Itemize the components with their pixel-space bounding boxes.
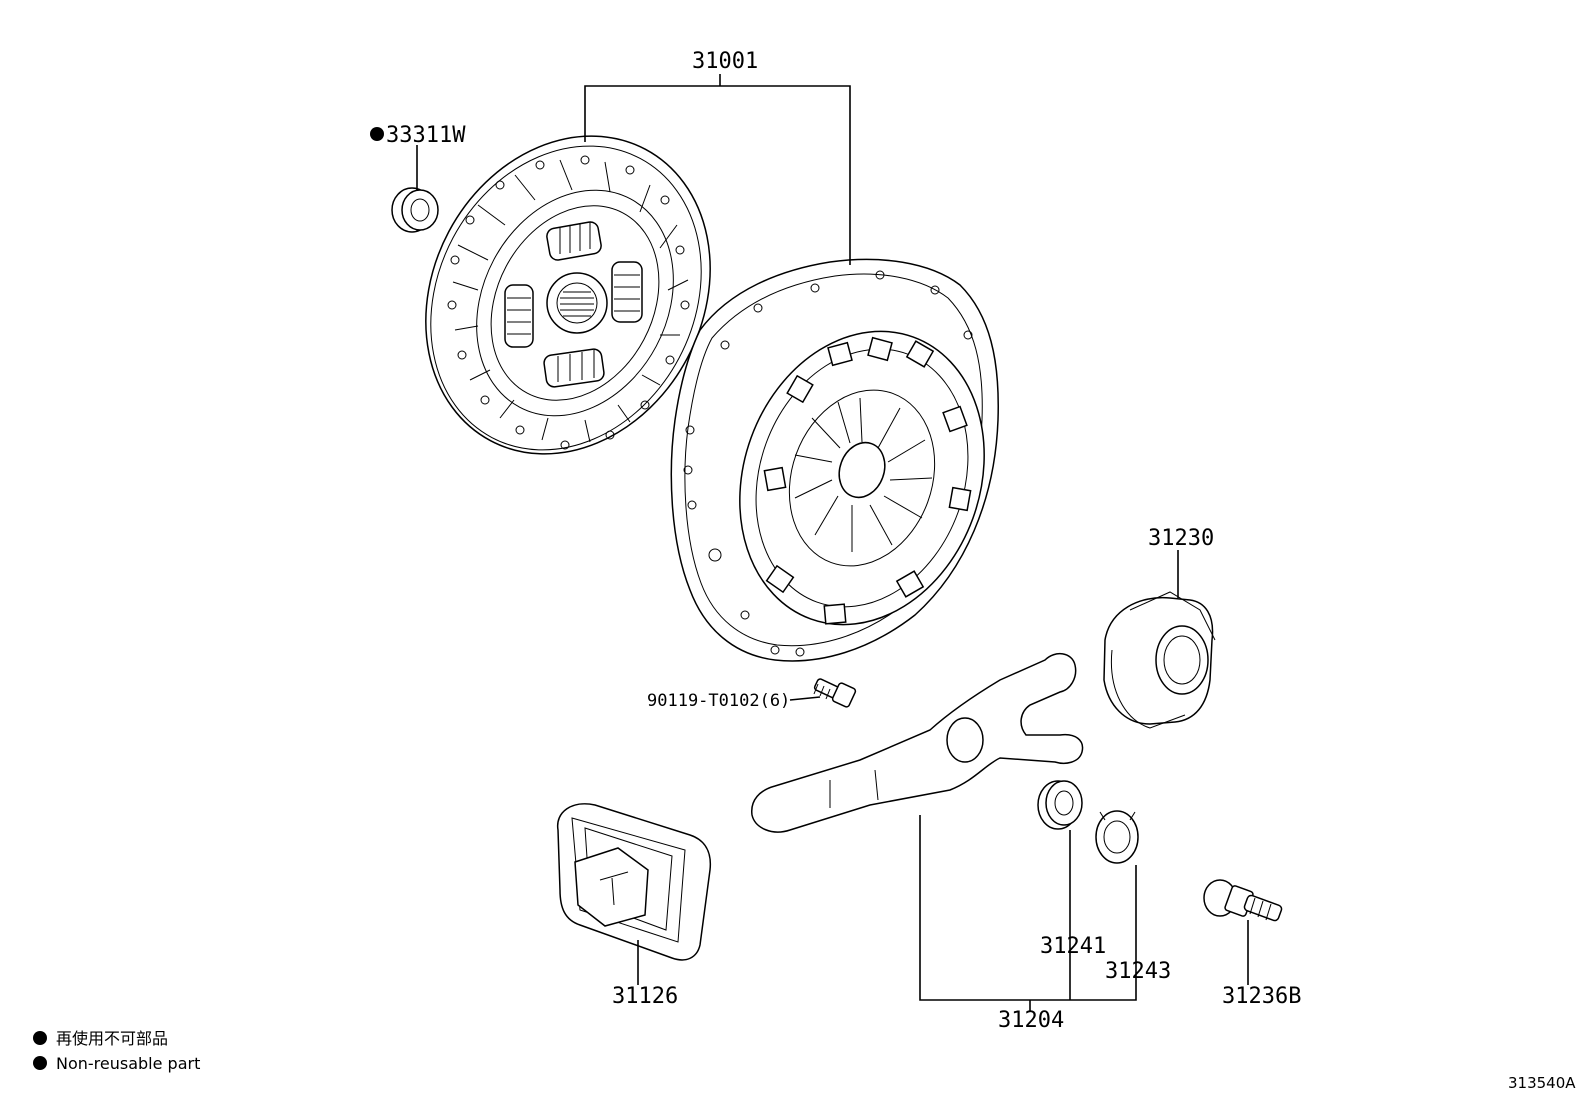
legend-bullet-en <box>33 1056 47 1070</box>
label-31204: 31204 <box>998 1008 1064 1033</box>
pilot-bearing[interactable] <box>391 187 439 233</box>
label-31243: 31243 <box>1105 959 1171 984</box>
fork-pivot-stud[interactable] <box>1203 879 1283 922</box>
label-31236B: 31236B <box>1222 984 1301 1009</box>
release-bearing[interactable] <box>1103 591 1216 729</box>
release-boot[interactable] <box>557 803 712 961</box>
release-fork[interactable] <box>751 653 1084 833</box>
label-31230: 31230 <box>1148 526 1214 551</box>
label-31126: 31126 <box>612 984 678 1009</box>
legend-jp: 再使用不可部品 <box>56 1029 168 1048</box>
figure-code: 313540A <box>1508 1074 1576 1092</box>
label-90119-T0102: 90119-T0102(6) <box>647 691 790 711</box>
label-31241: 31241 <box>1040 934 1106 959</box>
label-33311W: 33311W <box>386 123 466 148</box>
leader-lines <box>416 74 1249 1012</box>
cover-bolt[interactable] <box>813 678 857 708</box>
clutch-disc[interactable] <box>371 86 764 504</box>
fork-clip[interactable] <box>1095 810 1139 864</box>
fork-bushing[interactable] <box>1037 780 1083 830</box>
label-31001: 31001 <box>692 49 758 74</box>
clutch-cover[interactable] <box>670 258 1024 662</box>
legend-bullet-jp <box>33 1031 47 1045</box>
part-labels: 31001 33311W 90119-T0102(6) 31230 31126 … <box>370 49 1301 1033</box>
non-reusable-marker <box>370 127 384 141</box>
legend-en: Non-reusable part <box>56 1054 200 1073</box>
legend: 再使用不可部品 Non-reusable part <box>33 1029 200 1073</box>
